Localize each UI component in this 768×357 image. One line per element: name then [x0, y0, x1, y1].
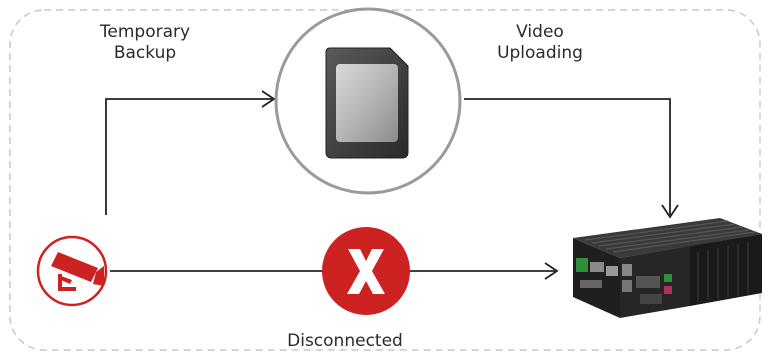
computer-icon — [573, 218, 762, 318]
temporary-backup-label-line2: Backup — [113, 43, 177, 64]
sd-card-icon — [325, 47, 409, 159]
upload-path-line — [464, 98, 679, 219]
backup-path-line — [105, 90, 276, 215]
computer-node — [573, 218, 762, 318]
disconnected-label: Disconnected — [287, 331, 403, 351]
sd-card-node — [274, 7, 462, 195]
camera-icon — [51, 252, 104, 291]
temporary-backup-label: Temporary Backup — [70, 22, 220, 65]
disconnect-node — [322, 227, 410, 315]
temporary-backup-label-line1: Temporary — [99, 22, 191, 42]
video-uploading-label-line2: Uploading — [497, 43, 583, 64]
x-icon — [347, 249, 385, 294]
video-uploading-label: Video Uploading — [465, 22, 615, 65]
camera-node — [36, 235, 108, 307]
video-uploading-label-line1: Video — [516, 22, 564, 42]
